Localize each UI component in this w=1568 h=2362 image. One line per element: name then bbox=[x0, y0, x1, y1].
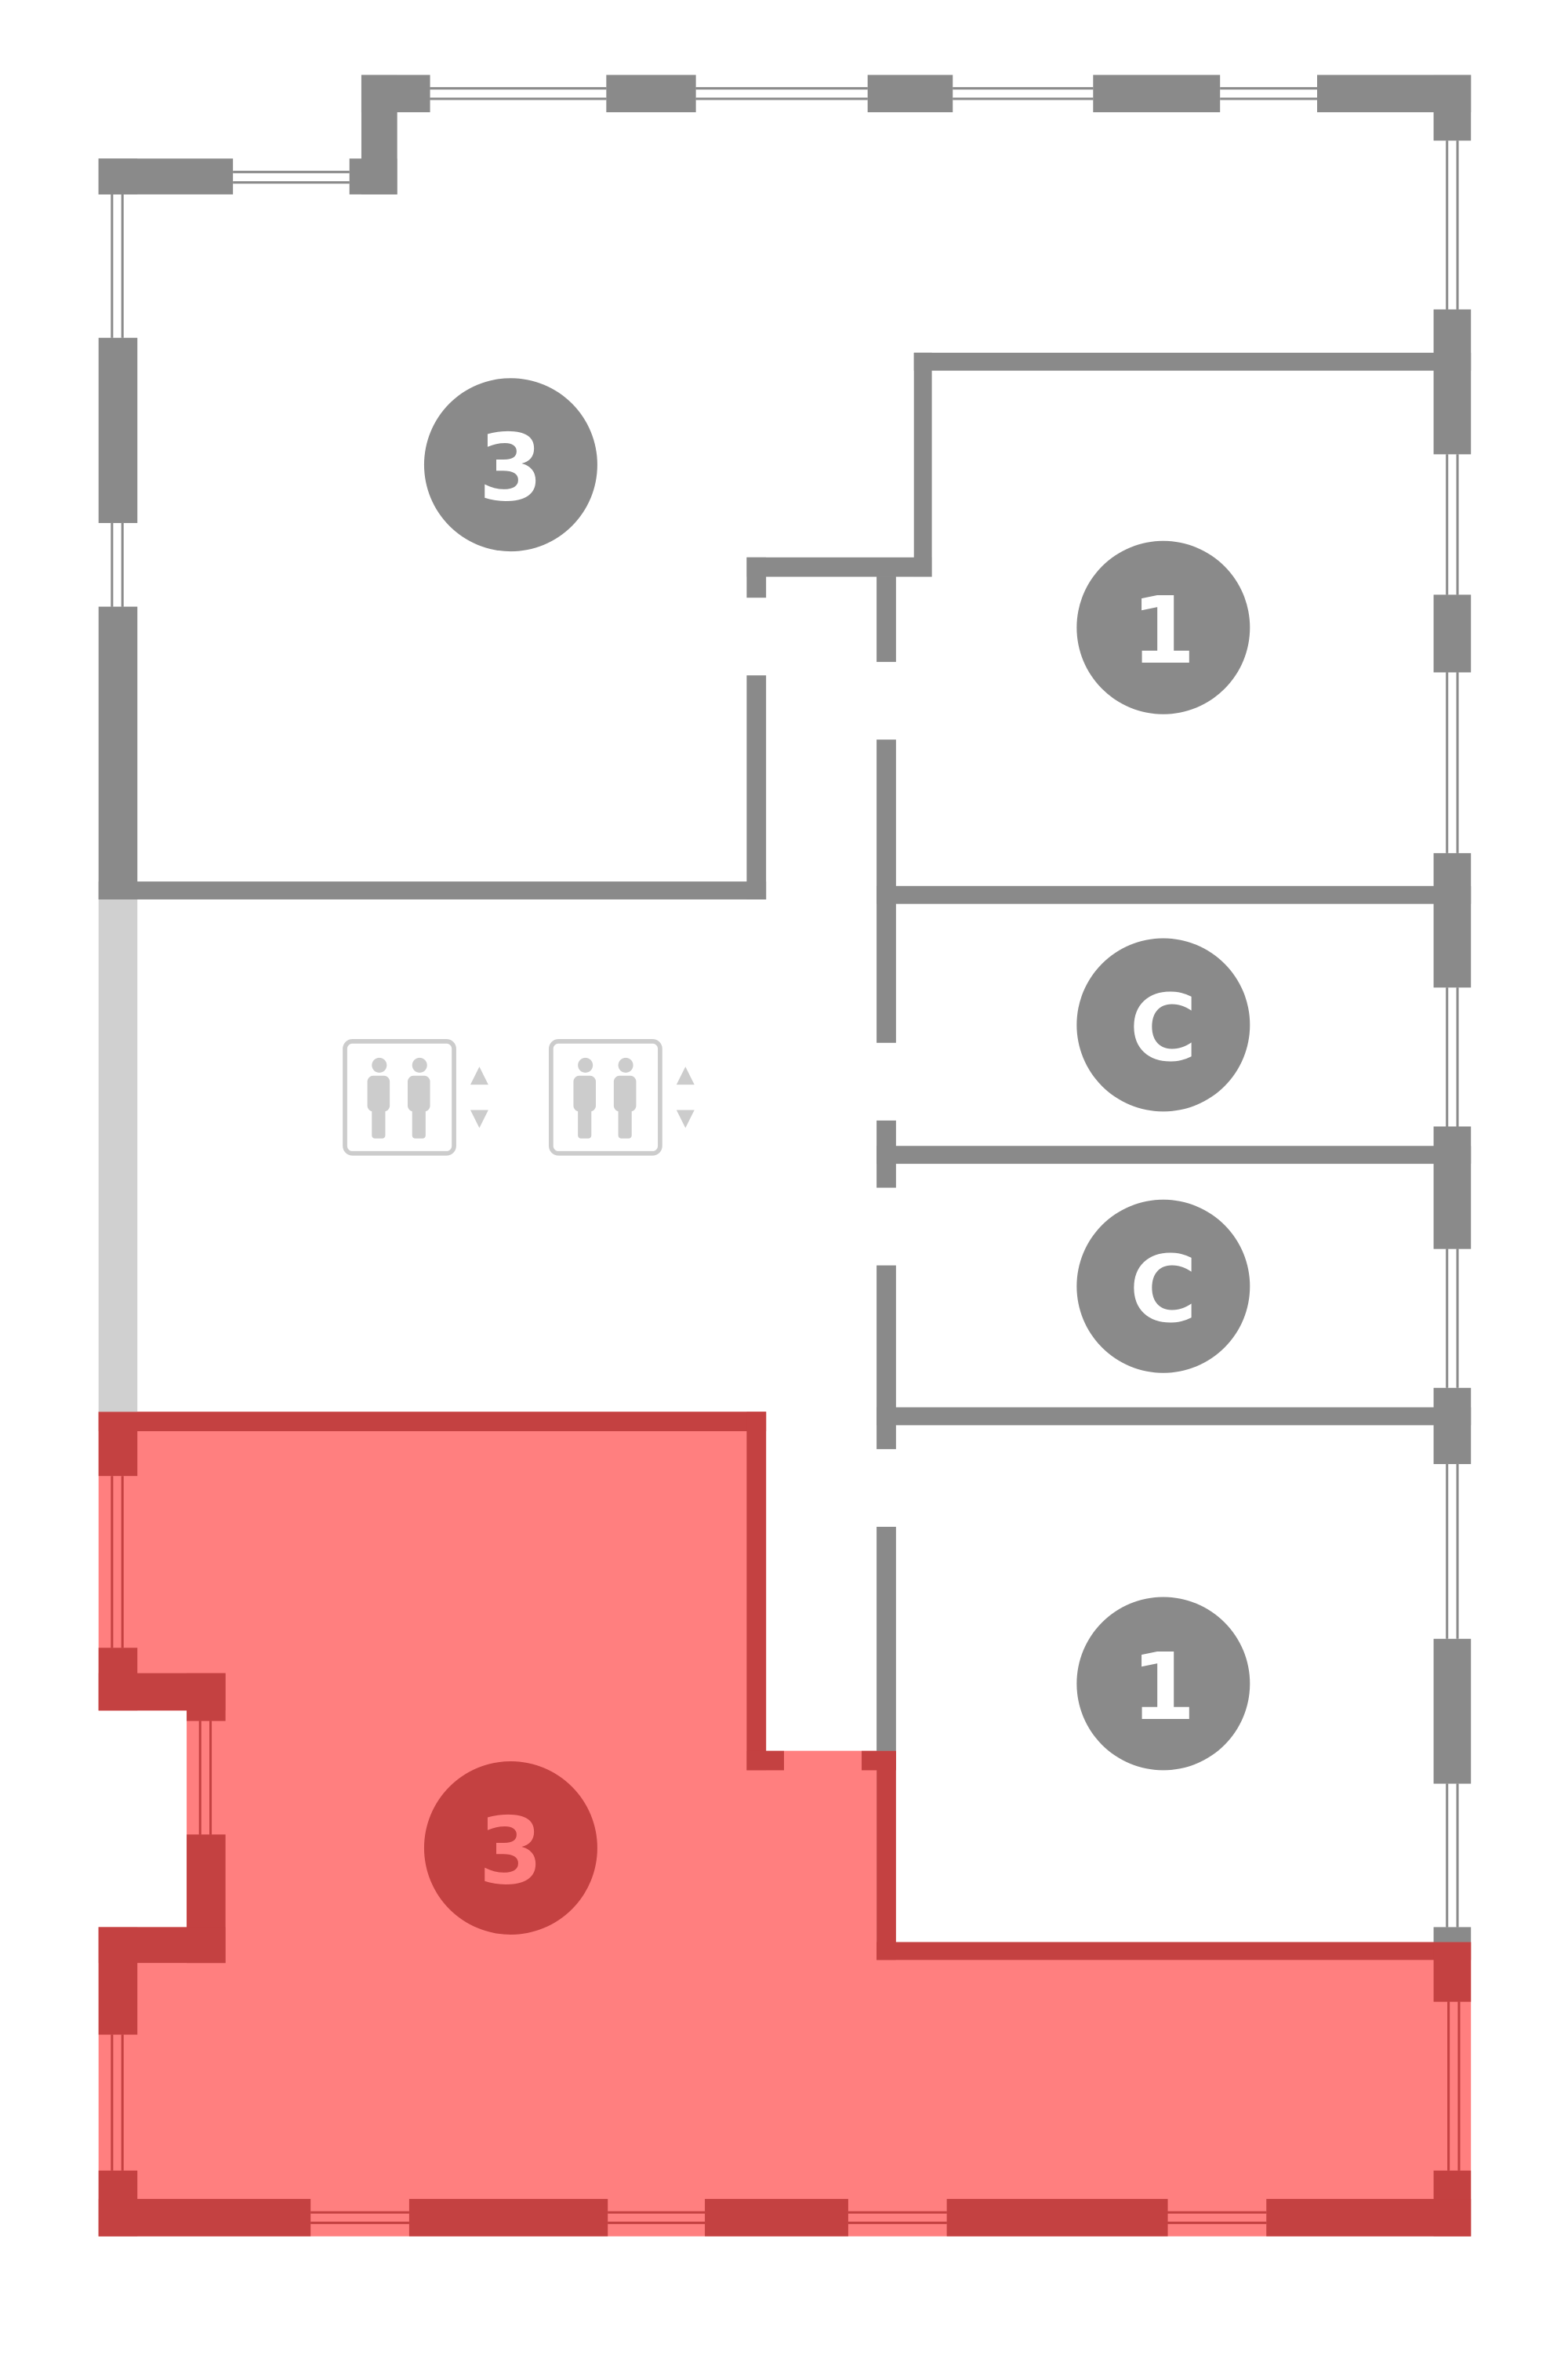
unit-badge[interactable]: 1 bbox=[1076, 540, 1250, 714]
elevator-icon bbox=[343, 1039, 456, 1156]
svg-text:3: 3 bbox=[478, 413, 543, 521]
unit-badge[interactable]: C bbox=[1076, 938, 1250, 1112]
svg-text:3: 3 bbox=[478, 1797, 543, 1905]
unit-badge-selected[interactable]: 3 bbox=[423, 1761, 597, 1935]
unit-badge[interactable]: 3 bbox=[423, 378, 597, 552]
up-down-arrows-icon bbox=[470, 1067, 488, 1128]
up-down-arrows-icon bbox=[676, 1067, 695, 1128]
elevator-icon bbox=[548, 1039, 662, 1156]
svg-text:C: C bbox=[1129, 974, 1197, 1082]
unit-badge[interactable]: 1 bbox=[1076, 1597, 1250, 1771]
unit-badge[interactable]: C bbox=[1076, 1199, 1250, 1373]
walls bbox=[98, 74, 1472, 1942]
svg-text:1: 1 bbox=[1131, 576, 1196, 685]
unit-3-bottom[interactable] bbox=[98, 1412, 1472, 2237]
svg-text:1: 1 bbox=[1131, 1633, 1196, 1741]
svg-text:C: C bbox=[1129, 1235, 1197, 1343]
